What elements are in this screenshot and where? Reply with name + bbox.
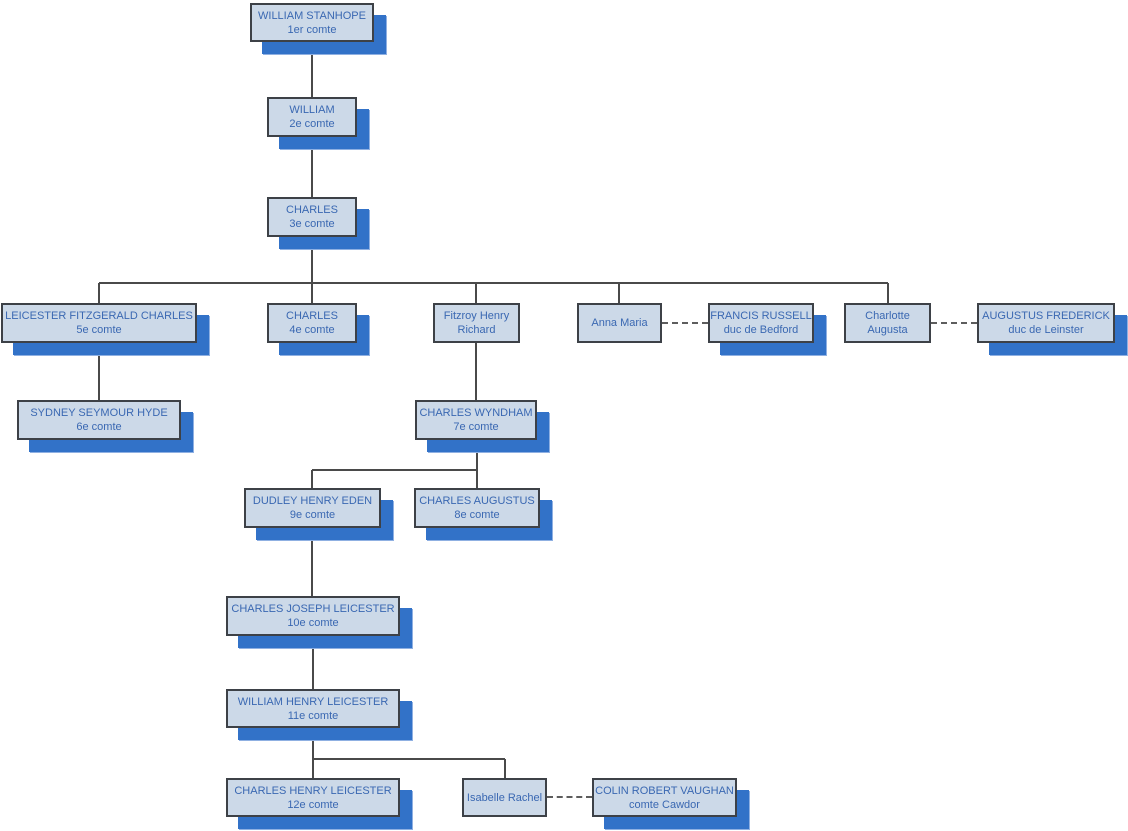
person-name: AUGUSTUS FREDERICK bbox=[982, 310, 1110, 322]
person-name: Charlotte bbox=[865, 310, 910, 322]
connector-line-vertical bbox=[98, 343, 100, 400]
connector-line-vertical bbox=[475, 283, 477, 303]
connector-line-vertical bbox=[504, 759, 506, 778]
person-title: duc de Leinster bbox=[1008, 324, 1084, 336]
connector-line-vertical bbox=[476, 440, 478, 488]
person-name: Isabelle Rachel bbox=[466, 791, 543, 804]
connector-line-horizontal bbox=[99, 282, 888, 284]
person-title: 8e comte bbox=[454, 509, 500, 521]
person-title: Richard bbox=[457, 324, 496, 336]
person-name: CHARLES JOSEPH LEICESTER bbox=[231, 603, 395, 615]
person-box-francis-russell[interactable]: FRANCIS RUSSELL duc de Bedford bbox=[708, 303, 814, 343]
person-title: Augusta bbox=[867, 324, 908, 336]
connector-line-vertical bbox=[311, 137, 313, 197]
person-title: duc de Bedford bbox=[723, 324, 799, 336]
person-title: 7e comte bbox=[453, 421, 499, 433]
person-box-charles-joseph-leicester-10[interactable]: CHARLES JOSEPH LEICESTER 10e comte bbox=[226, 596, 400, 636]
person-title: comte Cawdor bbox=[629, 798, 700, 811]
person-name: COLIN ROBERT VAUGHAN bbox=[595, 784, 734, 797]
person-name: CHARLES AUGUSTUS bbox=[419, 495, 535, 507]
connector-line-vertical bbox=[887, 283, 889, 303]
person-title: 4e comte bbox=[289, 324, 335, 336]
person-title: 11e comte bbox=[287, 709, 339, 722]
person-name: LEICESTER FITZGERALD CHARLES bbox=[5, 310, 193, 322]
spouse-dashed-line bbox=[931, 322, 977, 324]
connector-line-horizontal bbox=[312, 469, 477, 471]
person-name: CHARLES bbox=[286, 204, 338, 216]
person-name: CHARLES HENRY LEICESTER bbox=[234, 784, 392, 797]
person-name: SYDNEY SEYMOUR HYDE bbox=[30, 407, 168, 419]
person-name: Fitzroy Henry bbox=[443, 310, 510, 322]
person-name: Anna Maria bbox=[591, 317, 648, 329]
connector-line-vertical bbox=[311, 470, 313, 488]
person-box-augustus-frederick[interactable]: AUGUSTUS FREDERICK duc de Leinster bbox=[977, 303, 1115, 343]
person-name: CHARLES WYNDHAM bbox=[419, 407, 533, 419]
person-box-william-2[interactable]: WILLIAM 2e comte bbox=[267, 97, 357, 137]
person-box-charles-4[interactable]: CHARLES 4e comte bbox=[267, 303, 357, 343]
connector-line-vertical bbox=[312, 728, 314, 778]
connector-line-vertical bbox=[312, 636, 314, 689]
person-title: 2e comte bbox=[289, 118, 335, 130]
person-box-isabelle-rachel[interactable]: Isabelle Rachel bbox=[462, 778, 547, 817]
connector-line-vertical bbox=[475, 343, 477, 400]
person-name: WILLIAM bbox=[289, 104, 335, 116]
person-name: FRANCIS RUSSELL bbox=[710, 310, 812, 322]
person-box-leicester-fitzgerald-charles-5[interactable]: LEICESTER FITZGERALD CHARLES 5e comte bbox=[1, 303, 197, 343]
person-box-dudley-henry-eden-9[interactable]: DUDLEY HENRY EDEN 9e comte bbox=[244, 488, 381, 528]
person-title: 3e comte bbox=[289, 218, 335, 230]
person-name: DUDLEY HENRY EDEN bbox=[252, 495, 373, 507]
person-name: WILLIAM STANHOPE bbox=[258, 9, 366, 22]
connector-line-vertical bbox=[311, 237, 313, 303]
connector-line-vertical bbox=[311, 528, 313, 596]
person-box-anna-maria[interactable]: Anna Maria bbox=[577, 303, 662, 343]
spouse-dashed-line bbox=[662, 322, 708, 324]
connector-line-vertical bbox=[98, 283, 100, 303]
connector-line-vertical bbox=[618, 283, 620, 303]
person-box-charles-wyndham-7[interactable]: CHARLES WYNDHAM 7e comte bbox=[415, 400, 537, 440]
person-title: 5e comte bbox=[76, 324, 122, 336]
person-title: 9e comte bbox=[289, 509, 336, 521]
connector-line-vertical bbox=[311, 42, 313, 97]
person-title: 12e comte bbox=[287, 798, 339, 811]
spouse-dashed-line bbox=[547, 796, 592, 798]
connector-line-horizontal bbox=[313, 758, 505, 760]
person-box-sydney-seymour-hyde-6[interactable]: SYDNEY SEYMOUR HYDE 6e comte bbox=[17, 400, 181, 440]
person-box-charles-augustus-8[interactable]: CHARLES AUGUSTUS 8e comte bbox=[414, 488, 540, 528]
person-name: WILLIAM HENRY LEICESTER bbox=[237, 695, 389, 708]
person-box-charles-3[interactable]: CHARLES 3e comte bbox=[267, 197, 357, 237]
person-name: CHARLES bbox=[286, 310, 338, 322]
person-title: 6e comte bbox=[76, 421, 122, 433]
person-title: 1er comte bbox=[287, 23, 337, 36]
person-title: 10e comte bbox=[287, 617, 339, 629]
